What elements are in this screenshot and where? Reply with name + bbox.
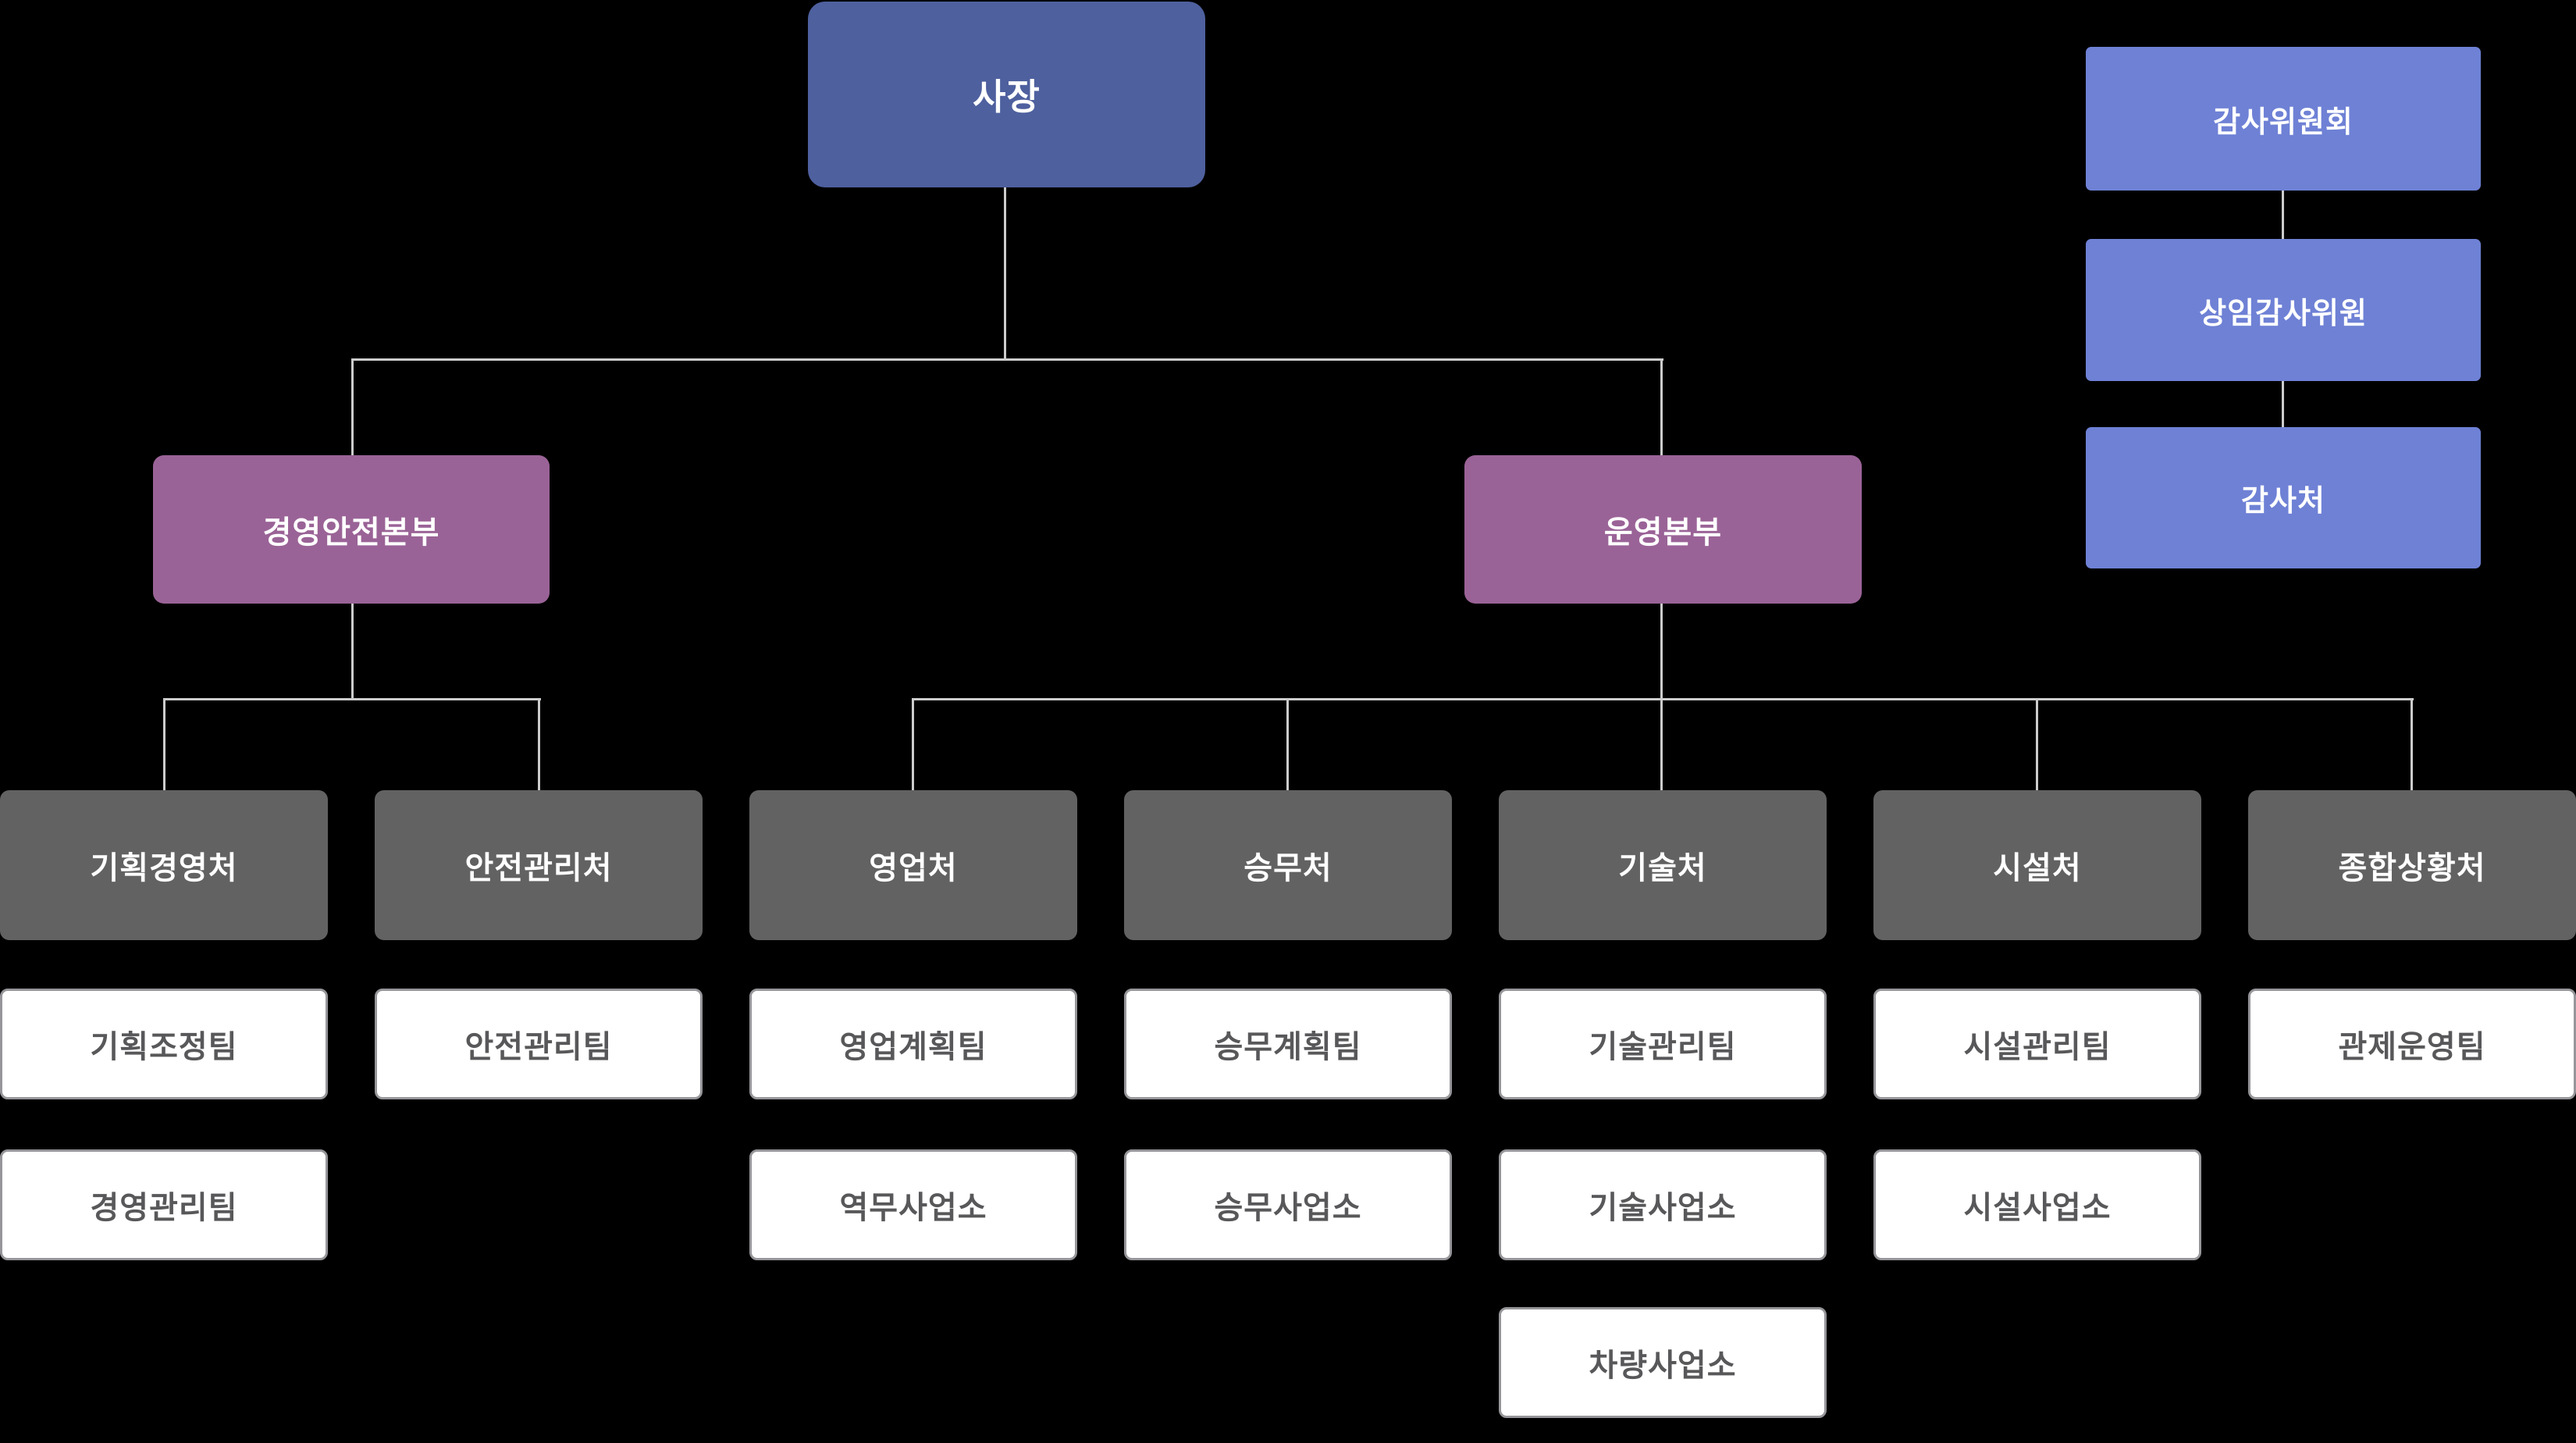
node-president: 사장 bbox=[808, 2, 1205, 187]
connector-audit-1 bbox=[2282, 191, 2284, 239]
node-standing-audit-commissioner: 상임감사위원 bbox=[2086, 239, 2481, 381]
node-team-control-operations: 관제운영팀 bbox=[2248, 989, 2576, 1099]
node-unit-crew-depot: 승무사업소 bbox=[1124, 1149, 1452, 1260]
connector-col5-down bbox=[1660, 698, 1663, 790]
connector-col2-down bbox=[538, 698, 540, 790]
node-team-facilities-management: 시설관리팀 bbox=[1873, 989, 2201, 1099]
connector-hq-right-down bbox=[1660, 604, 1663, 699]
node-office-safety-management: 안전관리처 bbox=[375, 790, 703, 940]
node-team-planning-coordination: 기획조정팀 bbox=[0, 989, 328, 1099]
node-team-management-administration: 경영관리팀 bbox=[0, 1149, 328, 1260]
connector-col1-down bbox=[163, 698, 165, 790]
connector-col3-down bbox=[912, 698, 914, 790]
node-office-facilities: 시설처 bbox=[1873, 790, 2201, 940]
node-office-crew: 승무처 bbox=[1124, 790, 1452, 940]
connector-left-horizontal bbox=[163, 698, 541, 700]
node-unit-station-services: 역무사업소 bbox=[749, 1149, 1077, 1260]
connector-col6-down bbox=[2036, 698, 2038, 790]
node-office-comprehensive-situation: 종합상황처 bbox=[2248, 790, 2576, 940]
connector-hq-left-down bbox=[351, 604, 354, 699]
connector-hq-left-up bbox=[351, 358, 354, 455]
node-hq-operations: 운영본부 bbox=[1464, 455, 1862, 604]
node-team-sales-planning: 영업계획팀 bbox=[749, 989, 1077, 1099]
node-audit-office: 감사처 bbox=[2086, 427, 2481, 568]
node-hq-management-safety: 경영안전본부 bbox=[153, 455, 550, 604]
node-office-technology: 기술처 bbox=[1499, 790, 1827, 940]
connector-right-horizontal bbox=[912, 698, 2414, 700]
connector-level1-horizontal bbox=[352, 358, 1663, 361]
node-unit-facilities-depot: 시설사업소 bbox=[1873, 1149, 2201, 1260]
connector-audit-2 bbox=[2282, 381, 2284, 427]
node-unit-vehicle-depot: 차량사업소 bbox=[1499, 1307, 1827, 1418]
connector-col7-down bbox=[2411, 698, 2413, 790]
node-audit-committee: 감사위원회 bbox=[2086, 47, 2481, 191]
node-office-planning-management: 기획경영처 bbox=[0, 790, 328, 940]
connector-hq-right-up bbox=[1660, 358, 1663, 455]
node-office-sales: 영업처 bbox=[749, 790, 1077, 940]
node-unit-technology-depot: 기술사업소 bbox=[1499, 1149, 1827, 1260]
connector-ceo-down bbox=[1004, 187, 1006, 359]
node-team-safety-management: 안전관리팀 bbox=[375, 989, 703, 1099]
node-team-crew-planning: 승무계획팀 bbox=[1124, 989, 1452, 1099]
connector-col4-down bbox=[1286, 698, 1289, 790]
node-team-technology-management: 기술관리팀 bbox=[1499, 989, 1827, 1099]
